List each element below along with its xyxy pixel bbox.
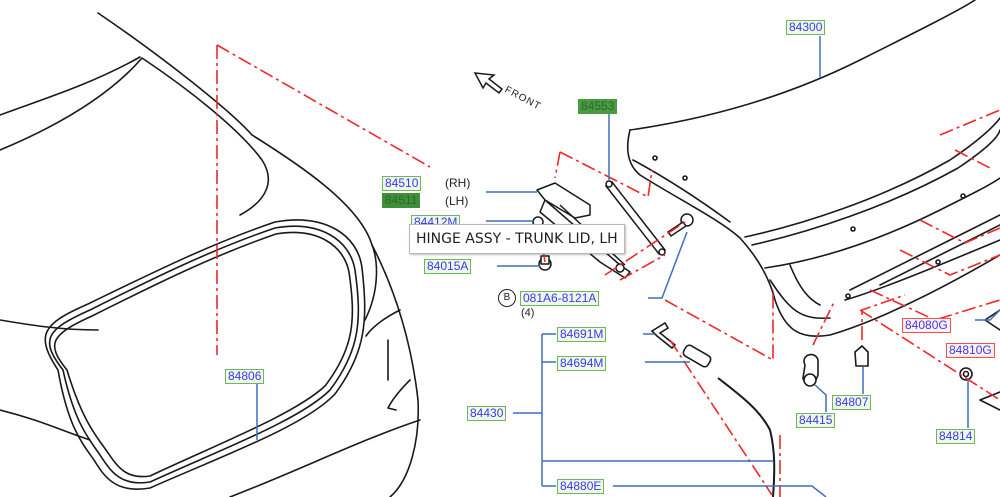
part-label-081A6-8121A[interactable]: 081A6-8121A: [520, 291, 600, 306]
trunk-stay-strut: [604, 180, 694, 256]
side-rh-label: (RH): [445, 176, 471, 190]
part-label-84553[interactable]: 84553: [578, 99, 618, 114]
part-label-84810G[interactable]: 84810G: [946, 343, 995, 358]
part-label-84694M[interactable]: 84694M: [557, 356, 607, 371]
release-cable-parts: [650, 321, 973, 497]
part-tooltip: HINGE ASSY - TRUNK LID, LH: [409, 224, 625, 254]
phantom-lines: [216, 44, 1000, 497]
front-arrow-icon: [473, 72, 504, 95]
part-label-84511[interactable]: 84511: [382, 193, 421, 208]
part-label-84300[interactable]: 84300: [786, 20, 826, 35]
part-label-84807[interactable]: 84807: [832, 395, 872, 410]
bolt-callout-b-icon: B: [498, 289, 516, 307]
bolt-quantity: (4): [521, 307, 535, 319]
part-label-84080G[interactable]: 84080G: [902, 318, 951, 333]
part-label-84510[interactable]: 84510: [382, 176, 422, 191]
part-label-84691M[interactable]: 84691M: [557, 327, 607, 342]
side-lh-label: (LH): [445, 194, 469, 208]
part-label-84015A[interactable]: 84015A: [424, 259, 472, 274]
part-label-84880E[interactable]: 84880E: [557, 479, 605, 494]
part-label-84814[interactable]: 84814: [936, 429, 976, 444]
part-label-84415[interactable]: 84415: [796, 413, 836, 428]
part-label-84806[interactable]: 84806: [225, 369, 265, 384]
part-label-84430[interactable]: 84430: [467, 406, 507, 421]
leader-lines: [256, 36, 1000, 497]
